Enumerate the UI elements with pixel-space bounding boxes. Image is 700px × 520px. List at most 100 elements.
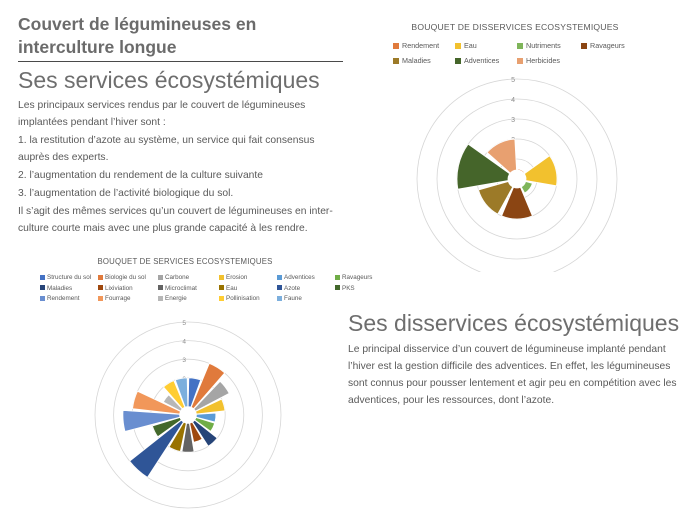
legend-label: Energie [165, 295, 187, 302]
services-legend-item-carbone: Carbone [158, 274, 189, 281]
legend-label: Nutriments [526, 41, 561, 50]
legend-label: Herbicides [526, 56, 560, 65]
services-bar-eau [168, 421, 187, 452]
legend-label: Lixiviation [105, 284, 133, 292]
services-legend-item-faune: Faune [277, 295, 302, 302]
services-tick-label: 4 [182, 339, 186, 346]
legend-swatch [335, 274, 340, 280]
services-legend-item-eau: Eau [219, 285, 237, 292]
disservices-tick-label: 3 [511, 117, 515, 124]
legend-swatch [158, 295, 163, 301]
services-polar-chart: 12345 [94, 320, 282, 509]
services-bar-fourrage [132, 390, 181, 415]
services-grid-ring [94, 321, 282, 509]
legend-swatch [455, 42, 461, 49]
legend-swatch [277, 274, 282, 280]
services-bar-ravageurs [194, 416, 216, 432]
legend-label: Erosion [226, 274, 248, 281]
disservices-bar-rendement [517, 168, 526, 174]
legend-label: Pollinisation [226, 295, 260, 302]
services-chart-title: BOUQUET DE SERVICES ECOSYSTEMIQUES [97, 257, 273, 266]
disservices-legend-item-herbicides: Herbicides [517, 56, 560, 65]
services-legend-item-lixiviation: Lixiviation [98, 285, 133, 292]
services-legend-item-pks: PKS [335, 285, 355, 292]
legend-label: Microclimat [165, 284, 197, 292]
legend-swatch [219, 295, 224, 301]
services-bar-microclimat [181, 422, 195, 453]
services-bar-adventices [195, 412, 217, 423]
legend-swatch [277, 285, 282, 290]
services-bar-pks [151, 416, 182, 438]
legend-label: Structure du sol [47, 274, 92, 281]
legend-label: Adventices [284, 274, 315, 281]
legend-swatch [581, 42, 587, 49]
disservices-grid-ring [416, 78, 618, 272]
page-title: Couvert de légumineuses en interculture … [18, 14, 257, 57]
services-bar-maladies [192, 419, 218, 447]
disservices-bar-eau [523, 155, 558, 187]
services-item-3: 3. l’augmentation de l’activité biologiq… [18, 188, 234, 199]
services-conclusion: Il s’agit des mêmes services qu’un couve… [18, 206, 333, 234]
legend-label: Adventices [464, 56, 500, 65]
legend-label: Eau [226, 284, 238, 292]
services-bar-biologie-du-sol [190, 362, 226, 410]
services-bar-rendement [122, 410, 181, 432]
legend-label: Eau [464, 41, 477, 50]
legend-swatch [158, 285, 163, 290]
services-grid-ring [113, 340, 263, 490]
legend-swatch [98, 295, 103, 301]
disservices-legend-item-rendement: Rendement [393, 41, 439, 50]
services-legend-item-biologie-du-sol: Biologie du sol [98, 274, 146, 281]
legend-swatch [98, 285, 103, 290]
services-bar-erosion [195, 398, 226, 415]
services-bar-faune [174, 377, 189, 408]
disservices-bar-ravageurs [501, 186, 533, 220]
legend-swatch [98, 274, 103, 280]
disservices-legend-item-maladies: Maladies [393, 56, 431, 65]
legend-label: Rendement [47, 295, 80, 302]
services-heading: Ses services écosystémiques [18, 67, 320, 93]
disservices-legend-item-nutriments: Nutriments [517, 41, 561, 50]
disservices-bar-nutriments [520, 180, 533, 194]
legend-label: Ravageurs [342, 274, 373, 281]
disservices-legend-item-ravageurs: Ravageurs [581, 41, 625, 50]
disservices-polar-chart: 12345 [416, 77, 618, 272]
disservices-legend-item-adventices: Adventices [455, 56, 499, 65]
legend-label: Carbone [165, 274, 190, 281]
legend-swatch [40, 285, 45, 290]
legend-label: Faune [284, 295, 302, 302]
legend-swatch [158, 274, 163, 280]
legend-swatch [277, 295, 282, 301]
legend-swatch [393, 57, 399, 64]
services-bar-azote [129, 419, 184, 478]
services-legend-item-ravageurs: Ravageurs [335, 274, 372, 281]
services-bar-structure-du-sol [187, 377, 202, 408]
disservices-chart-title: BOUQUET DE DISSERVICES ECOSYSTEMIQUES [411, 22, 619, 32]
services-legend-item-microclimat: Microclimat [158, 285, 197, 292]
disservices-bar-maladies [478, 180, 514, 215]
services-item-1: 1. la restitution d’azote au système, un… [18, 135, 315, 163]
services-item-2: 2. l’augmentation du rendement de la cul… [18, 170, 263, 181]
services-text: Les principaux services rendus par le co… [18, 97, 348, 238]
services-legend-item-azote: Azote [277, 285, 300, 292]
services-legend-item-structure-du-sol: Structure du sol [40, 274, 91, 281]
legend-label: Fourrage [105, 295, 131, 302]
legend-label: Azote [284, 284, 301, 292]
legend-label: Maladies [47, 284, 73, 292]
legend-swatch [40, 295, 45, 301]
legend-swatch [219, 274, 224, 280]
legend-swatch [40, 274, 45, 280]
disservices-bar-adventices [456, 143, 511, 190]
services-bar-energie [162, 394, 183, 412]
services-legend-item-fourrage: Fourrage [98, 295, 131, 302]
disservices-tick-label: 5 [511, 77, 515, 84]
services-tick-label: 5 [182, 320, 186, 327]
legend-swatch [393, 42, 399, 49]
legend-label: Maladies [402, 56, 431, 65]
legend-label: PKS [342, 284, 355, 292]
services-bar-lixiviation [189, 421, 203, 443]
services-legend-item-adventices: Adventices [277, 274, 315, 281]
legend-swatch [517, 42, 523, 49]
services-tick-label: 3 [182, 357, 186, 364]
legend-label: Biologie du sol [105, 274, 146, 281]
